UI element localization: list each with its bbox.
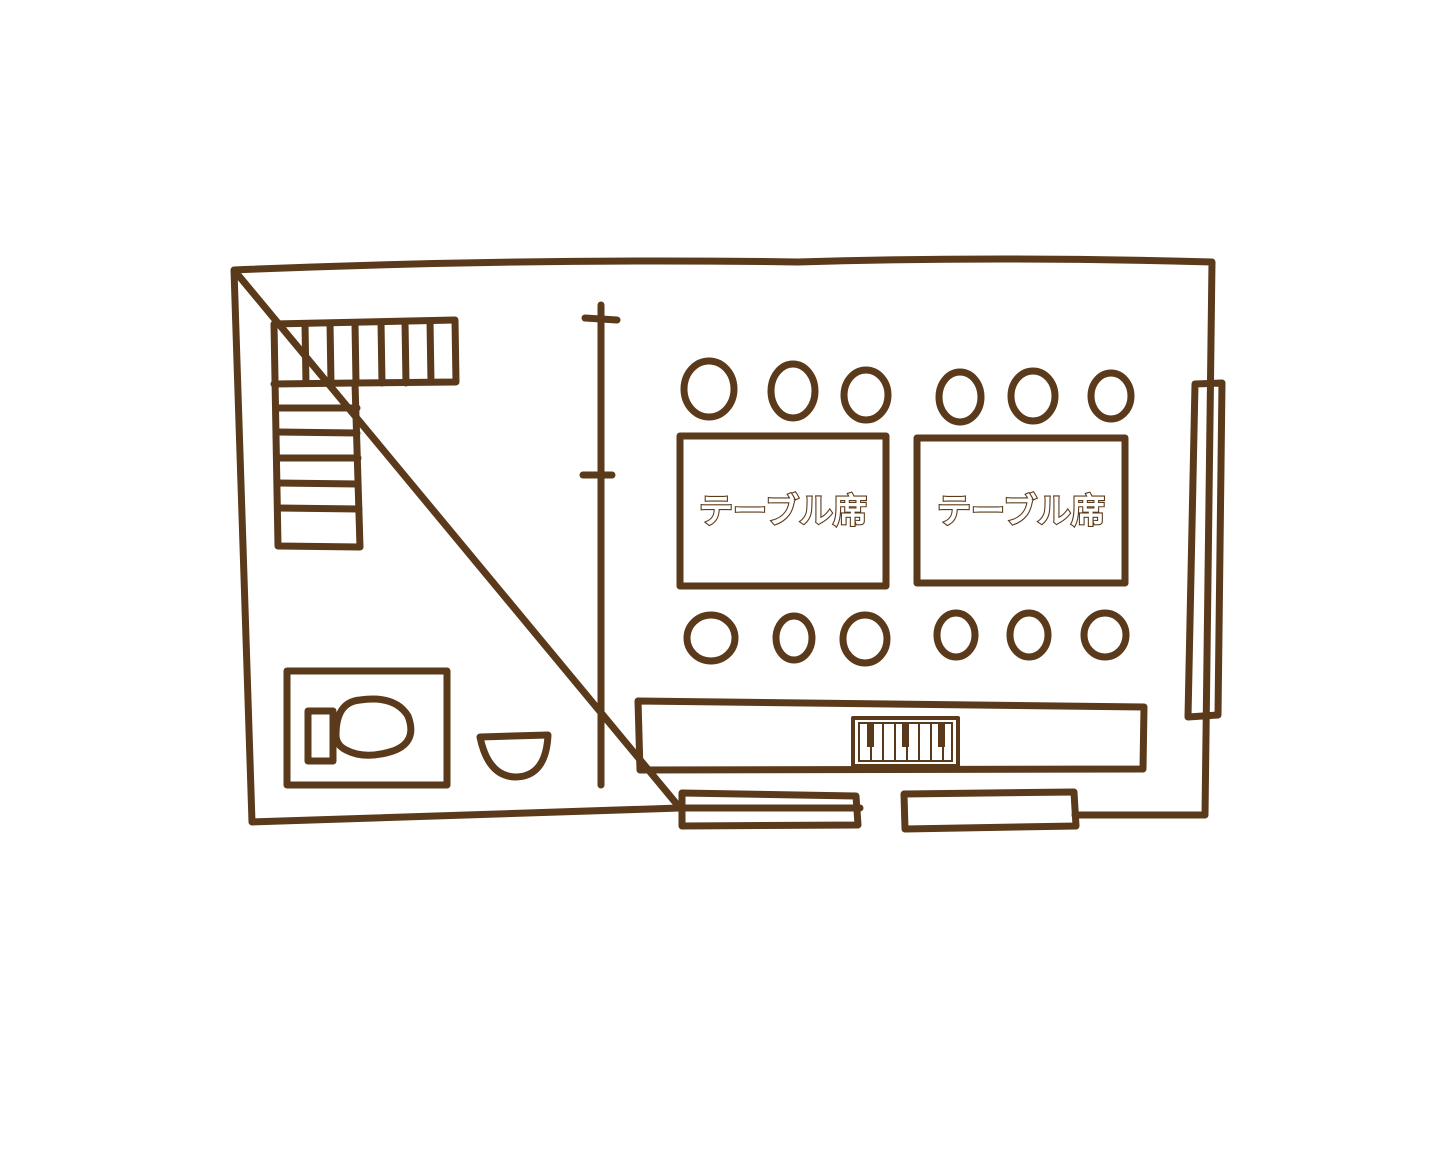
side-bench	[1184, 379, 1226, 721]
entrance-step	[678, 789, 862, 830]
entrance-step	[900, 788, 1080, 833]
chair	[683, 611, 739, 665]
keyboard-icon	[851, 716, 960, 768]
chair	[1007, 367, 1059, 425]
chair	[935, 368, 985, 426]
chair	[772, 612, 816, 664]
chair	[1087, 369, 1135, 423]
outer-wall	[230, 255, 1216, 826]
partition-wall	[579, 301, 621, 789]
table-1: テーブル席	[676, 432, 890, 590]
toilet-bowl	[332, 695, 415, 759]
table-1-label: テーブル席	[699, 492, 867, 532]
restroom	[283, 667, 451, 789]
counter	[634, 697, 1148, 774]
table-2: テーブル席	[913, 434, 1129, 587]
chair	[840, 366, 892, 424]
sink	[476, 731, 552, 781]
staircase	[270, 316, 460, 551]
toilet-tank	[304, 707, 337, 765]
chair	[839, 611, 891, 667]
chairs	[680, 357, 1135, 667]
chair	[680, 357, 738, 421]
chair	[933, 609, 979, 661]
chair	[1080, 609, 1130, 661]
table-2-label: テーブル席	[937, 492, 1105, 532]
chair	[767, 360, 819, 422]
chair	[1006, 609, 1052, 661]
